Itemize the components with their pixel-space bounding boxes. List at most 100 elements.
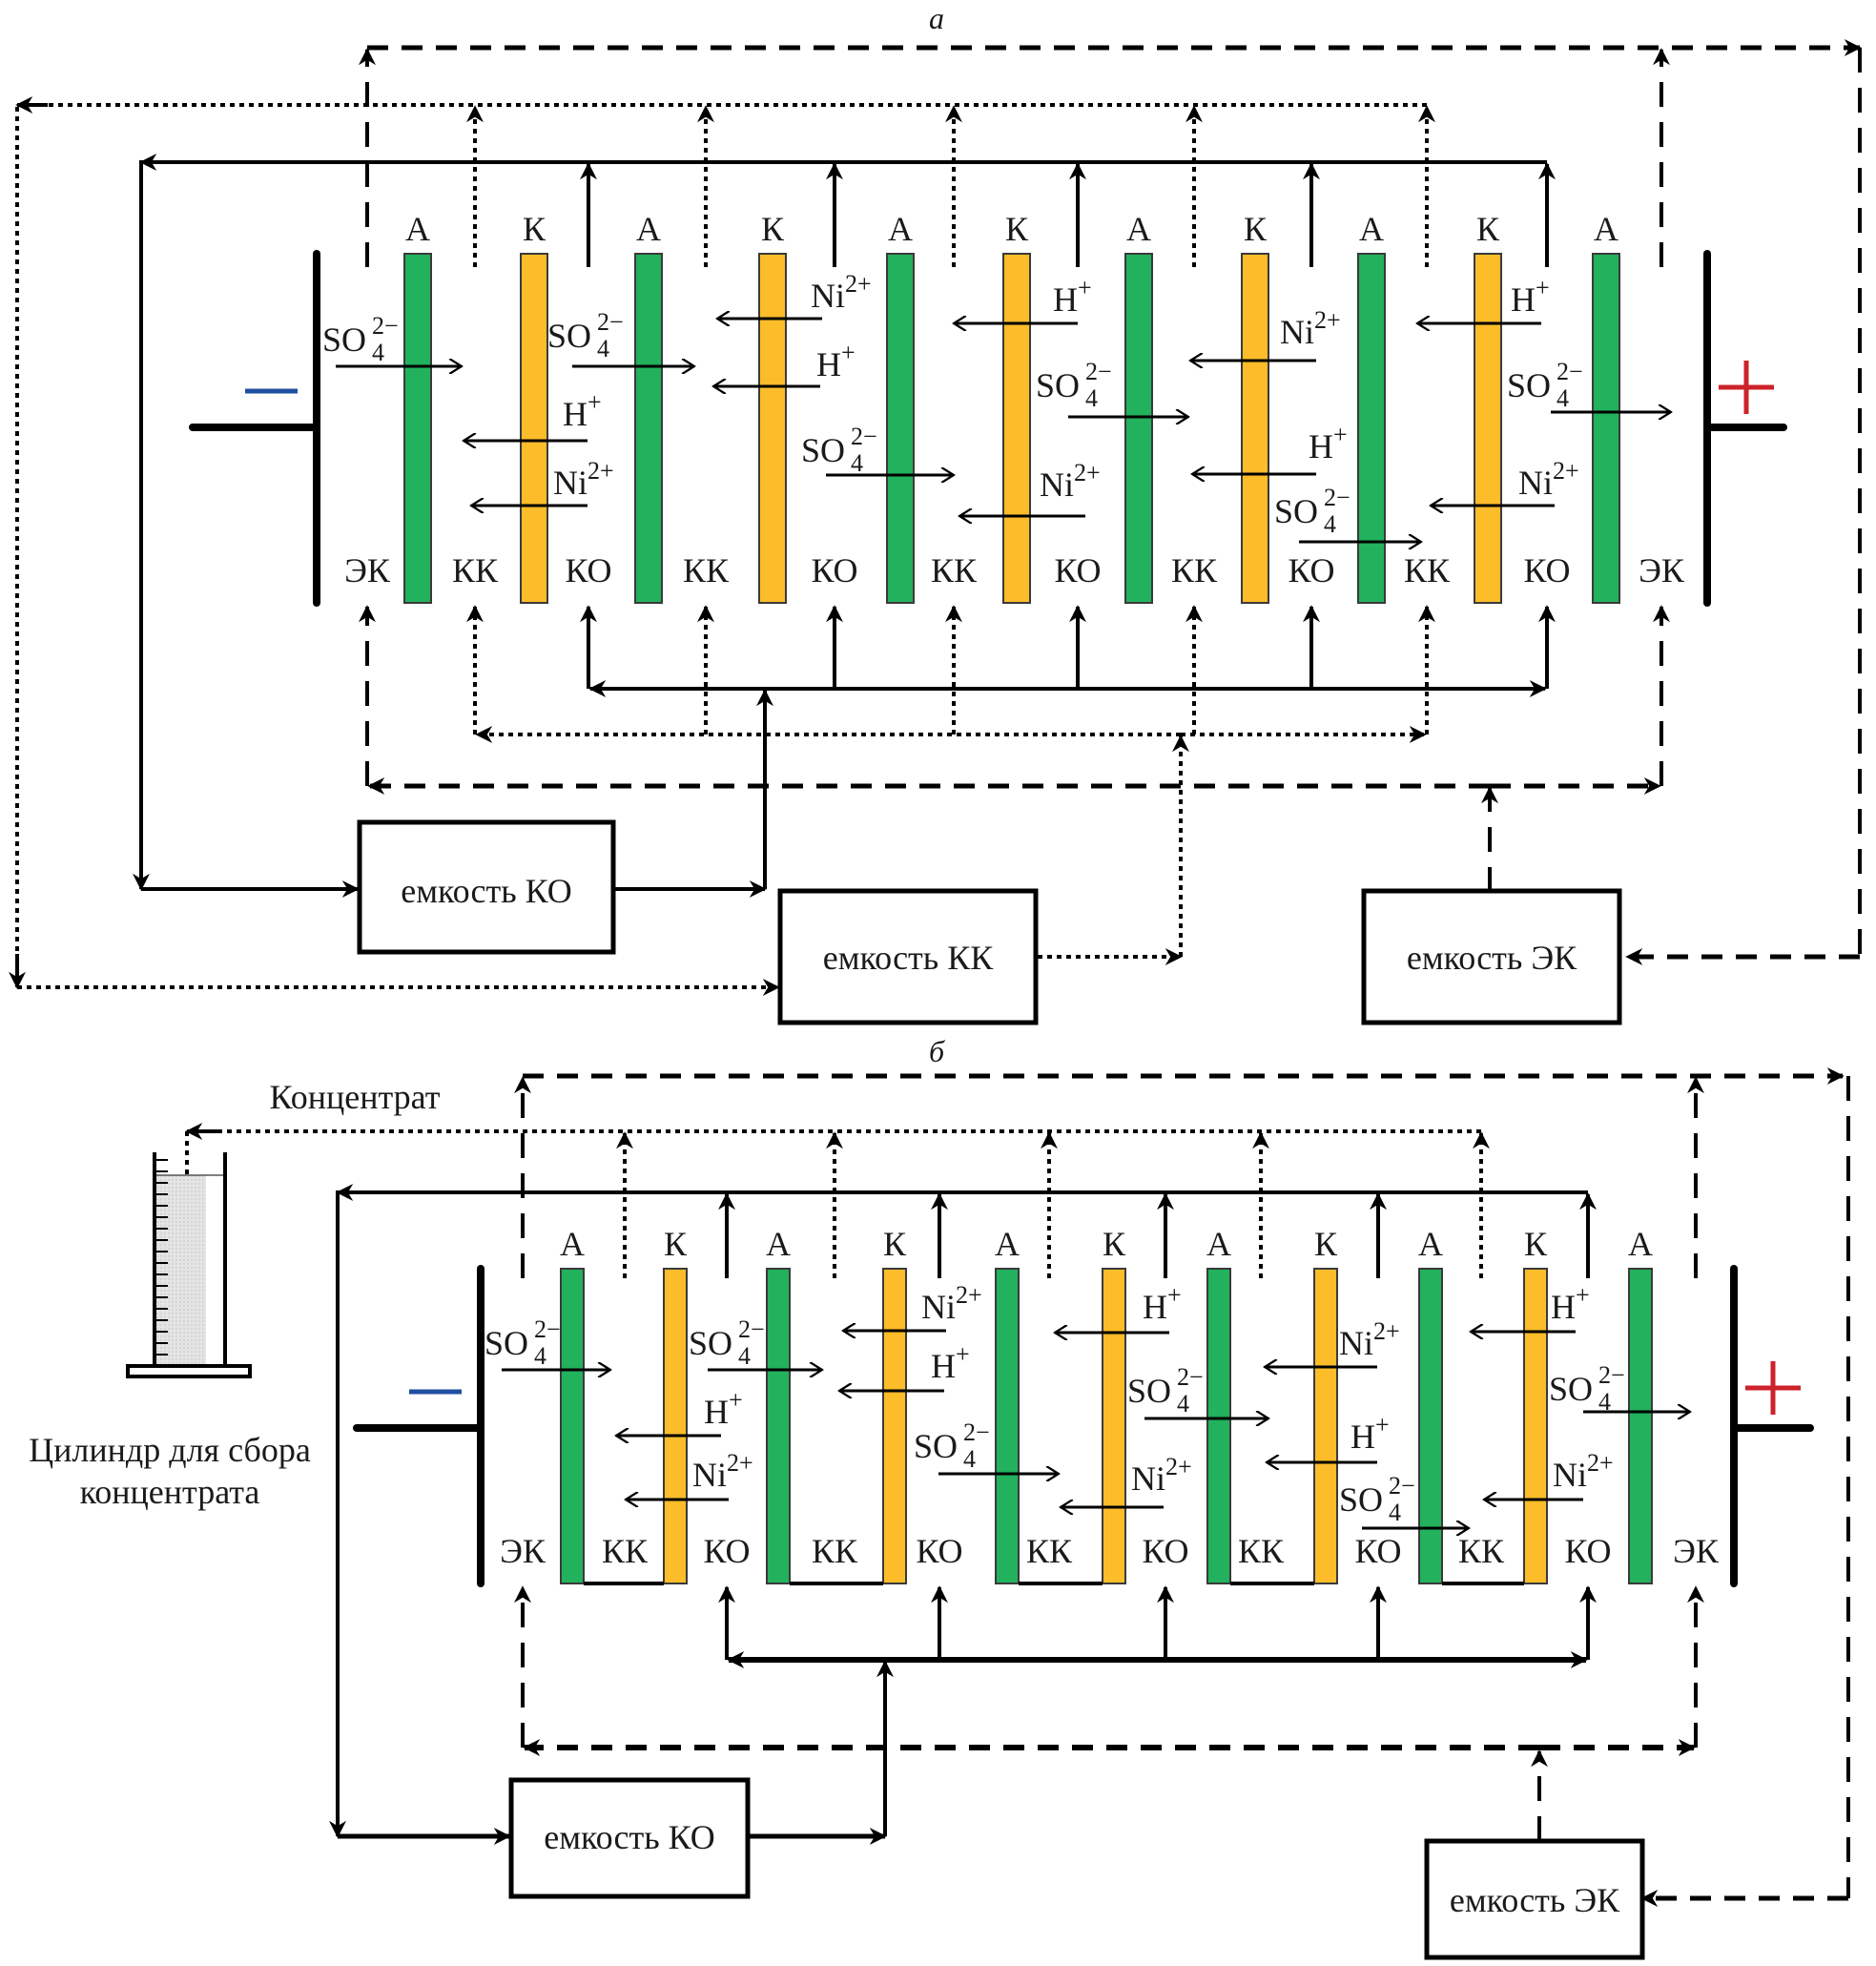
dilute-tank [508,1777,751,1899]
anion-exchange-membrane [560,1268,585,1584]
membrane-label-anion: А [405,210,430,248]
membrane-label-anion: А [1359,210,1384,248]
hydrogen-ion-label: H+ [1350,1411,1390,1456]
membrane-label-cation: К [883,1225,907,1263]
membrane-label-anion: А [888,210,913,248]
membrane-label-anion: А [1126,210,1151,248]
chamber-label: ЭК [1673,1532,1720,1570]
chamber-label: КК [602,1532,649,1570]
membrane-label-anion: А [1594,210,1618,248]
nickel-ion-label: Ni2+ [1518,457,1579,502]
membrane-label-anion: А [1206,1225,1231,1263]
hydrogen-ion-label: H+ [1551,1281,1590,1326]
nickel-ion-label: Ni2+ [1040,459,1101,504]
cylinder-liquid [155,1175,206,1366]
anion-exchange-membrane [995,1268,1020,1584]
membrane-label-cation: К [761,210,785,248]
cation-exchange-membrane [1523,1268,1548,1584]
anion-exchange-membrane [766,1268,791,1584]
dilute-tank [357,819,616,955]
hydrogen-ion-label: H+ [816,339,856,383]
cation-exchange-membrane [758,253,787,604]
chamber-label: КО [1142,1532,1188,1570]
concentrate-tank [777,888,1039,1025]
anion-exchange-membrane [1206,1268,1231,1584]
membrane-label-anion: А [560,1225,585,1263]
membrane-label-cation: К [1103,1225,1126,1263]
membrane-label-anion: А [995,1225,1020,1263]
chamber-label: КК [1026,1532,1073,1570]
nickel-ion-label: Ni2+ [1280,306,1341,351]
chamber-label: КО [1564,1532,1611,1570]
cylinder-label-line2: концентрата [80,1473,260,1511]
dilute-tank-label: емкость КО [544,1818,715,1856]
cation-exchange-membrane [1474,253,1502,604]
chamber-label: КО [916,1532,962,1570]
cation-exchange-membrane [1102,1268,1126,1584]
hydrogen-ion-label: H+ [1053,274,1092,319]
chamber-label: КК [683,551,730,590]
chamber-label: КК [931,551,978,590]
membrane-label-cation: К [1244,210,1268,248]
electrode-tank-label: емкость ЭК [1450,1881,1620,1919]
chamber-label: КК [812,1532,858,1570]
membrane-label-cation: К [523,210,546,248]
hydrogen-ion-label: H+ [1143,1281,1182,1326]
electrode-tank-label: емкость ЭК [1407,939,1577,977]
anion-exchange-membrane [634,253,663,604]
membrane-label-anion: А [1628,1225,1653,1263]
hydrogen-ion-label: H+ [704,1386,743,1431]
concentrate-tank-label: емкость КК [823,939,994,977]
cylinder-base [126,1364,252,1378]
panel-b-label: б [929,1034,945,1068]
chamber-label: КО [1523,551,1570,590]
anion-exchange-membrane [403,253,432,604]
anion-exchange-membrane [1628,1268,1653,1584]
panel-a-label: а [929,1,944,35]
anion-exchange-membrane [1357,253,1386,604]
cation-exchange-membrane [1002,253,1031,604]
chamber-label: КО [1288,551,1334,590]
chamber-label: КК [1171,551,1218,590]
electrode-tank [1361,888,1622,1025]
membrane-label-anion: А [636,210,661,248]
nickel-ion-label: Ni2+ [553,457,614,502]
cation-exchange-membrane [1313,1268,1338,1584]
chamber-label: ЭК [1639,551,1685,590]
membrane-label-cation: К [1476,210,1500,248]
hydrogen-ion-label: H+ [563,388,602,433]
chamber-label: КК [1238,1532,1285,1570]
concentrate-return-line [15,103,1427,987]
chamber-label: КК [1404,551,1451,590]
chamber-label: ЭК [500,1532,546,1570]
nickel-ion-label: Ni2+ [1553,1449,1614,1494]
electrode-tank [1424,1838,1645,1960]
chamber-label: КО [565,551,611,590]
nickel-ion-label: Ni2+ [692,1449,753,1494]
cation-exchange-membrane [882,1268,907,1584]
cation-exchange-membrane [520,253,548,604]
hydrogen-ion-label: H+ [1511,274,1550,319]
membrane-label-cation: К [1524,1225,1548,1263]
nickel-ion-label: Ni2+ [1339,1317,1400,1362]
anion-exchange-membrane [1124,253,1153,604]
chamber-label: КО [703,1532,750,1570]
cation-exchange-membrane [663,1268,688,1584]
chamber-label: КО [1054,551,1101,590]
chamber-label: КО [811,551,857,590]
dilute-tank-label: емкость КО [401,872,572,910]
anion-exchange-membrane [1418,1268,1443,1584]
